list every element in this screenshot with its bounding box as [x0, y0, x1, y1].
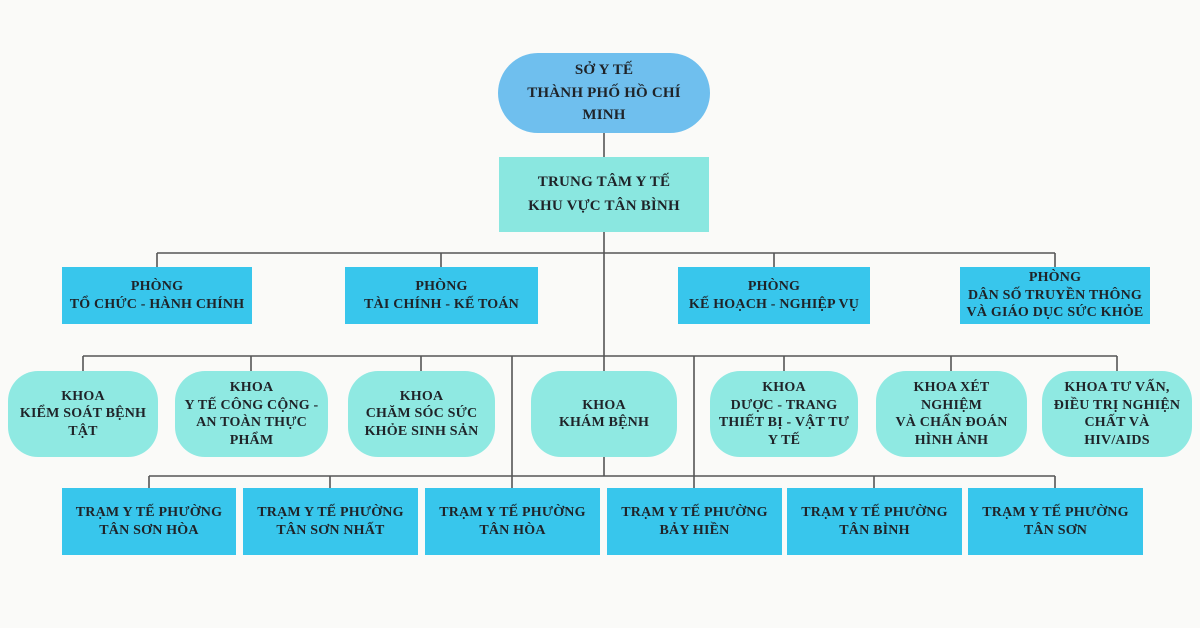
node-tram-tan-son-hoa: TRẠM Y TẾ PHƯỜNG TÂN SƠN HÒA [62, 488, 236, 555]
node-trung-tam-y-te-tan-binh: TRUNG TÂM Y TẾ KHU VỰC TÂN BÌNH [499, 157, 709, 232]
node-khoa-kiem-soat-benh-tat: KHOA KIỂM SOÁT BỆNH TẬT [8, 371, 158, 457]
node-khoa-duoc-trang-thiet-bi: KHOA DƯỢC - TRANG THIẾT BỊ - VẬT TƯ Y TẾ [710, 371, 858, 457]
node-khoa-y-te-cong-cong: KHOA Y TẾ CÔNG CỘNG - AN TOÀN THỰC PHẨM [175, 371, 328, 457]
node-tram-tan-son-nhat: TRẠM Y TẾ PHƯỜNG TÂN SƠN NHẤT [243, 488, 418, 555]
node-phong-ke-hoach-nghiep-vu: PHÒNG KẾ HOẠCH - NGHIỆP VỤ [678, 267, 870, 324]
node-khoa-xet-nghiem-chan-doan: KHOA XÉT NGHIỆM VÀ CHẨN ĐOÁN HÌNH ẢNH [876, 371, 1027, 457]
node-tram-tan-son: TRẠM Y TẾ PHƯỜNG TÂN SƠN [968, 488, 1143, 555]
node-so-y-te-tphcm: SỞ Y TẾ THÀNH PHỐ HỒ CHÍ MINH [498, 53, 710, 133]
node-phong-dan-so-truyen-thong: PHÒNG DÂN SỐ TRUYỀN THÔNG VÀ GIÁO DỤC SỨ… [960, 267, 1150, 324]
node-tram-tan-hoa: TRẠM Y TẾ PHƯỜNG TÂN HÒA [425, 488, 600, 555]
node-khoa-cham-soc-suc-khoe-sinh-san: KHOA CHĂM SÓC SỨC KHỎE SINH SẢN [348, 371, 495, 457]
node-khoa-kham-benh: KHOA KHÁM BỆNH [531, 371, 677, 457]
node-khoa-tu-van-dieu-tri-nghien: KHOA TƯ VẤN, ĐIỀU TRỊ NGHIỆN CHẤT VÀ HIV… [1042, 371, 1192, 457]
node-tram-tan-binh: TRẠM Y TẾ PHƯỜNG TÂN BÌNH [787, 488, 962, 555]
node-tram-bay-hien: TRẠM Y TẾ PHƯỜNG BẢY HIỀN [607, 488, 782, 555]
node-phong-to-chuc-hanh-chinh: PHÒNG TỔ CHỨC - HÀNH CHÍNH [62, 267, 252, 324]
node-phong-tai-chinh-ke-toan: PHÒNG TÀI CHÍNH - KẾ TOÁN [345, 267, 538, 324]
